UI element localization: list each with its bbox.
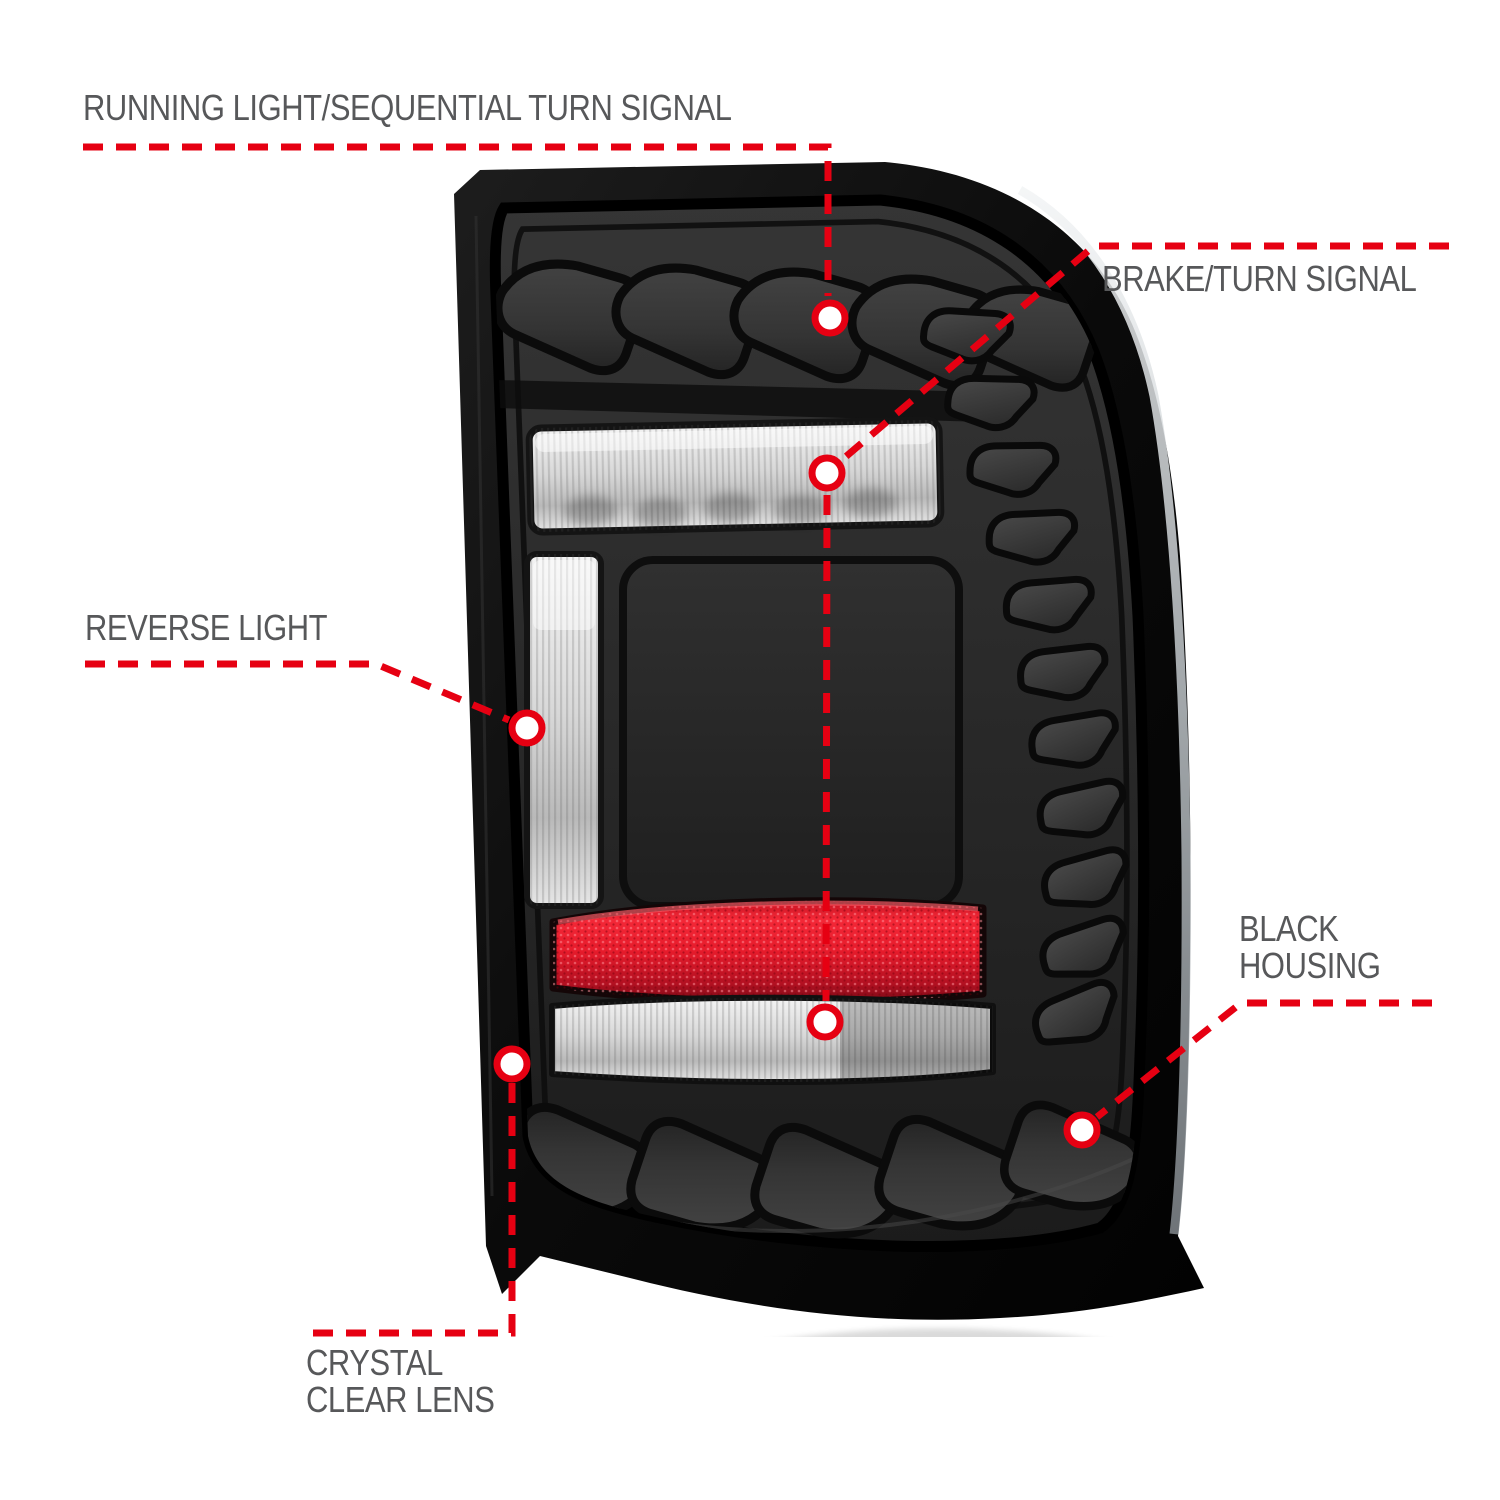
crystal-clear-lens-label: CRYSTAL CLEAR LENS — [306, 1342, 495, 1420]
black-housing-label-line1: BLACK — [1239, 908, 1339, 949]
reverse-light-lens — [524, 551, 604, 909]
black-housing-label-line2: HOUSING — [1239, 945, 1381, 986]
tail-light-body — [454, 162, 1204, 1320]
crystal-clear-lens-label-line2: CLEAR LENS — [306, 1379, 495, 1420]
running-light-label: RUNNING LIGHT/SEQUENTIAL TURN SIGNAL — [83, 87, 732, 128]
reverse-light-label: REVERSE LIGHT — [85, 607, 328, 648]
brake-lens-lower — [549, 994, 996, 1085]
crystal-clear-lens-label-line1: CRYSTAL — [306, 1342, 443, 1383]
tail-light-image — [440, 162, 1230, 1500]
black-housing-label: BLACK HOUSING — [1239, 908, 1381, 986]
floor-reflection — [454, 1328, 1204, 1500]
center-blackout-panel — [619, 556, 963, 910]
brake-lens-upper — [525, 416, 945, 536]
brake-turn-signal-label: BRAKE/TURN SIGNAL — [1102, 258, 1417, 299]
red-reflector — [549, 897, 987, 1006]
